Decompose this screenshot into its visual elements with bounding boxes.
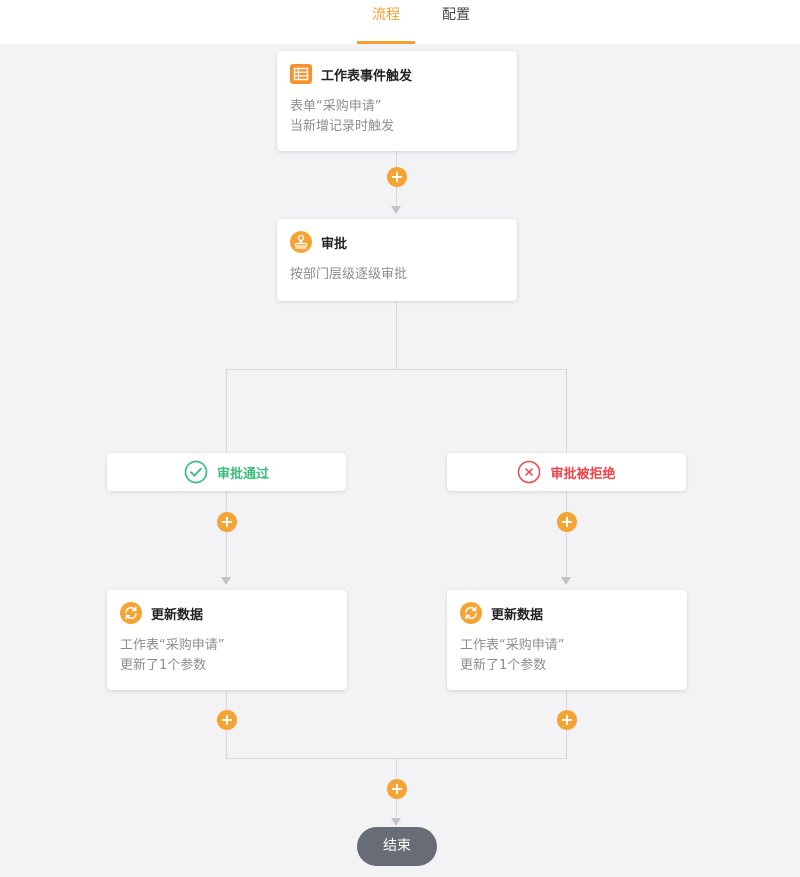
approval-node[interactable]: 审批 按部门层级逐级审批 — [277, 219, 517, 301]
refresh-icon — [120, 602, 142, 624]
node-title: 审批 — [321, 236, 348, 252]
top-tab-bar: 流程 配置 — [0, 0, 800, 44]
branch-split-line — [226, 369, 567, 370]
add-node-button[interactable]: + — [387, 779, 407, 799]
update-data-node-right[interactable]: 更新数据 工作表“采购申请” 更新了1个参数 — [447, 590, 687, 690]
node-description: 更新了1个参数 — [460, 658, 547, 673]
tab-flow[interactable]: 流程 — [357, 0, 415, 44]
node-title: 更新数据 — [491, 607, 544, 623]
connector-line — [566, 491, 567, 577]
connector-line — [226, 491, 227, 577]
stamp-icon — [290, 231, 312, 253]
branch-rejected[interactable]: 审批被拒绝 — [447, 453, 686, 491]
node-title: 工作表事件触发 — [321, 68, 413, 84]
node-description: 当新增记录时触发 — [290, 119, 395, 134]
worksheet-icon — [290, 64, 312, 84]
node-description: 更新了1个参数 — [120, 658, 207, 673]
connector-arrow — [391, 206, 401, 214]
update-data-node-left[interactable]: 更新数据 工作表“采购申请” 更新了1个参数 — [107, 590, 347, 690]
branch-label: 审批通过 — [216, 466, 269, 482]
connector-arrow — [221, 577, 231, 585]
refresh-icon — [460, 602, 482, 624]
add-node-button[interactable]: + — [557, 710, 577, 730]
branch-approved[interactable]: 审批通过 — [107, 453, 346, 491]
check-circle-icon — [184, 460, 208, 484]
connector-arrow — [561, 577, 571, 585]
node-description: 工作表“采购申请” — [120, 638, 225, 653]
node-description: 工作表“采购申请” — [460, 638, 565, 653]
tab-config[interactable]: 配置 — [442, 7, 470, 23]
add-node-button[interactable]: + — [217, 512, 237, 532]
trigger-node[interactable]: 工作表事件触发 表单“采购申请” 当新增记录时触发 — [277, 51, 517, 151]
node-description: 表单“采购申请” — [290, 99, 382, 114]
node-description: 按部门层级逐级审批 — [290, 267, 408, 282]
branch-label: 审批被拒绝 — [550, 466, 616, 482]
add-node-button[interactable]: + — [387, 167, 407, 187]
connector-arrow — [391, 818, 401, 826]
add-node-button[interactable]: + — [217, 710, 237, 730]
node-title: 更新数据 — [151, 607, 204, 623]
workflow-canvas: 工作表事件触发 表单“采购申请” 当新增记录时触发 + 审批 按部门层级逐级审批 — [0, 44, 800, 877]
connector-line — [566, 369, 567, 453]
connector-line — [226, 369, 227, 453]
end-node: 结束 — [357, 827, 437, 866]
connector-line — [396, 300, 397, 369]
add-node-button[interactable]: + — [557, 512, 577, 532]
x-circle-icon — [517, 460, 541, 484]
